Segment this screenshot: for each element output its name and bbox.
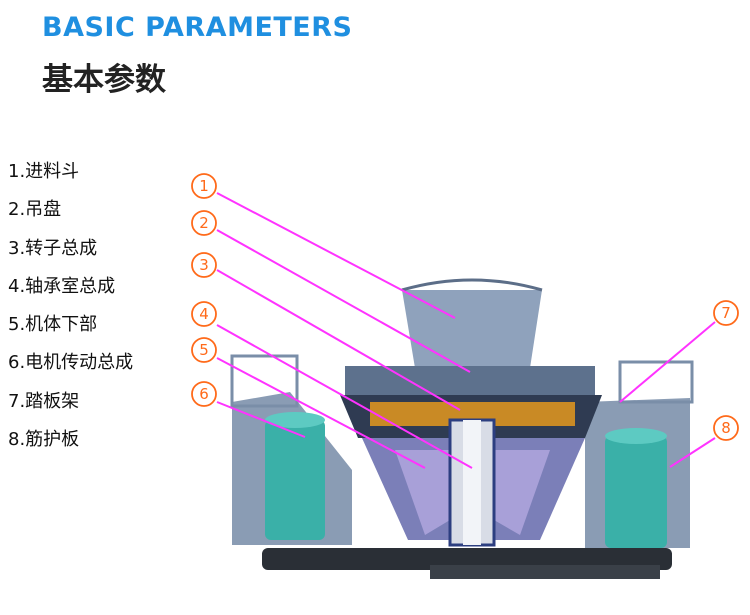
part-item: 1.进料斗 — [8, 161, 80, 182]
leader-line-6 — [216, 401, 306, 438]
leader-line-8 — [669, 437, 716, 468]
parts-legend: 1.进料斗 2.吊盘 3.转子总成 4.轴承室总成 5.机体下部 6.电机传动总… — [8, 160, 133, 466]
left-rail — [230, 354, 299, 408]
leader-line-4 — [216, 324, 473, 469]
callout-7: 7 — [713, 300, 739, 326]
right-rail — [618, 360, 694, 404]
callout-number: 6 — [199, 385, 209, 403]
part-item: 2.吊盘 — [8, 199, 62, 221]
leader-line-3 — [216, 269, 461, 411]
callout-6: 6 — [191, 381, 217, 407]
title-english: BASIC PARAMETERS — [42, 12, 353, 43]
callout-circle — [191, 381, 217, 407]
callout-circle — [191, 337, 217, 363]
cone-right-face — [494, 450, 550, 535]
right-motor-top — [605, 428, 667, 444]
callout-2: 2 — [191, 210, 217, 236]
left-motor — [265, 420, 325, 540]
part-item: 5.机体下部 — [8, 314, 98, 336]
belt-base — [262, 548, 672, 570]
left-motor-top — [265, 412, 325, 428]
callout-number: 5 — [199, 341, 209, 359]
callout-3: 3 — [191, 252, 217, 278]
callout-circle — [713, 415, 739, 441]
part-item: 4.轴承室总成 — [8, 275, 116, 297]
part-item: 8.筋护板 — [8, 429, 80, 451]
callout-number: 4 — [199, 305, 209, 323]
callout-circle — [191, 210, 217, 236]
callout-number: 3 — [199, 256, 209, 274]
hopper-rim — [401, 278, 543, 292]
crusher-machine-icon — [230, 278, 694, 579]
leader-line-2 — [216, 229, 471, 373]
belt-lower — [430, 565, 660, 579]
callout-markers: 1 2 3 4 5 6 7 8 — [191, 173, 739, 441]
leader-line-5 — [216, 357, 426, 469]
leader-line-1 — [216, 192, 456, 319]
title-chinese: 基本参数 — [42, 62, 166, 98]
callout-circle — [191, 301, 217, 327]
right-motor — [605, 436, 667, 548]
main-shaft — [463, 420, 481, 545]
callout-circle — [713, 300, 739, 326]
callout-number: 1 — [199, 177, 209, 195]
callout-number: 7 — [721, 304, 731, 322]
leader-line-7 — [619, 321, 716, 403]
callout-number: 2 — [199, 214, 209, 232]
callout-4: 4 — [191, 301, 217, 327]
part-item: 6.电机传动总成 — [8, 352, 134, 374]
callout-1: 1 — [191, 173, 217, 199]
cone-left-face — [395, 450, 450, 535]
callout-5: 5 — [191, 337, 217, 363]
part-item: 3.转子总成 — [8, 237, 98, 259]
callout-circle — [191, 252, 217, 278]
part-item: 7.踏板架 — [8, 390, 80, 412]
callout-8: 8 — [713, 415, 739, 441]
callout-number: 8 — [721, 419, 731, 437]
callout-circle — [191, 173, 217, 199]
leader-lines — [216, 192, 716, 469]
